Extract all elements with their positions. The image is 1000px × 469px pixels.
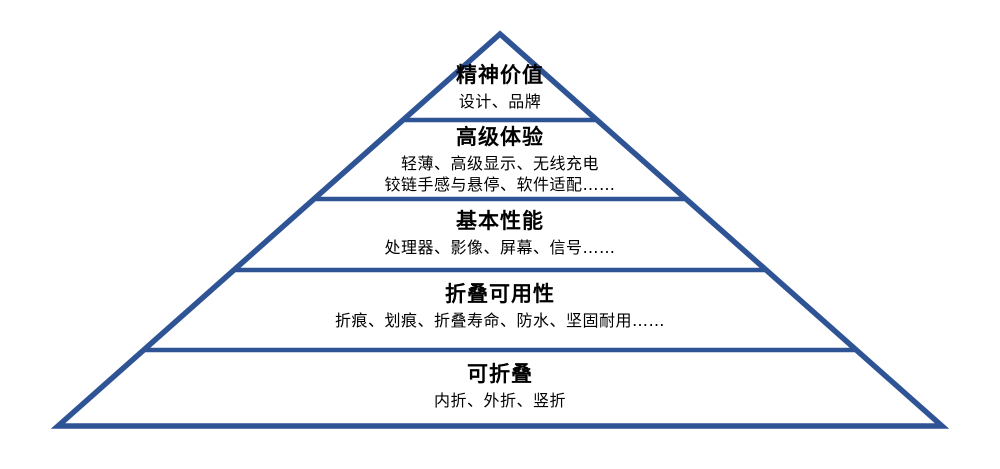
pyramid-level-spiritual-value: 精神价值 设计、品牌 — [0, 63, 1000, 112]
level-subtitle-line: 铰链手感与悬停、软件适配…… — [384, 175, 616, 194]
level-subtitle-line: 内折、外折、竖折 — [433, 391, 566, 410]
level-subtitle-line: 轻薄、高级显示、无线充电 — [400, 154, 599, 173]
pyramid-level-folding-usability: 折叠可用性 折痕、划痕、折叠寿命、防水、坚固耐用…… — [0, 282, 1000, 331]
level-title: 精神价值 — [456, 63, 544, 87]
pyramid-level-foldable: 可折叠 内折、外折、竖折 — [0, 362, 1000, 411]
pyramid-level-premium-experience: 高级体验 轻薄、高级显示、无线充电 铰链手感与悬停、软件适配…… — [0, 125, 1000, 195]
level-subtitle-line: 折痕、划痕、折叠寿命、防水、坚固耐用…… — [334, 311, 665, 330]
pyramid-outline — [50, 30, 950, 429]
level-title: 可折叠 — [467, 362, 533, 386]
level-title: 基本性能 — [456, 209, 544, 233]
level-subtitle-line: 设计、品牌 — [458, 92, 542, 111]
level-subtitle-line: 处理器、影像、屏幕、信号…… — [384, 238, 616, 257]
pyramid-level-basic-performance: 基本性能 处理器、影像、屏幕、信号…… — [0, 209, 1000, 258]
level-title: 高级体验 — [456, 125, 544, 149]
level-title: 折叠可用性 — [445, 282, 555, 306]
